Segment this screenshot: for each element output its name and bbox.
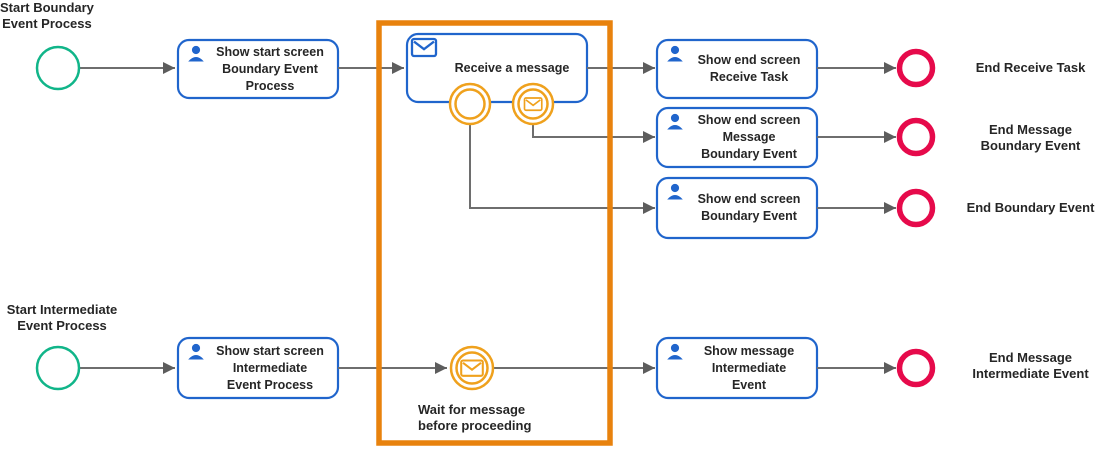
end-event-label: End Message Boundary Event (980, 122, 1081, 153)
end-event-receive-task (896, 48, 936, 88)
message-intermediate-catch-event (449, 345, 495, 391)
end-event-message-boundary (896, 117, 936, 157)
task-label: Show end screen Boundary Event (697, 192, 801, 223)
task-label: Show message Intermediate Event (703, 343, 795, 392)
end-event-boundary (896, 188, 936, 228)
start-event-intermediate-process (35, 345, 81, 391)
task-label: Receive a message (454, 60, 570, 75)
task-label: Show start screen Intermediate Event Pro… (216, 343, 324, 392)
highlight-rectangle (376, 20, 613, 446)
message-icon (460, 359, 484, 377)
start-event-boundary-process (35, 45, 81, 91)
task-label: Show start screen Boundary Event Process (216, 44, 324, 93)
wait-annotation: Wait for message before proceeding (418, 402, 532, 433)
boundary-event (448, 82, 492, 126)
end-event-message-intermediate (896, 348, 936, 388)
start-boundary-process-label: Start Boundary Event Process (0, 0, 94, 31)
message-icon (410, 37, 438, 58)
sequence-flow-message-boundary (532, 124, 655, 143)
end-event-label: End Receive Task (975, 60, 1086, 75)
task-label: Show end screen Message Boundary Event (697, 113, 801, 161)
end-event-label: End Boundary Event (966, 200, 1095, 215)
task-label: Show end screen Receive Task (697, 53, 801, 84)
start-intermediate-process-label: Start Intermediate Event Process (6, 302, 118, 333)
sequence-flow-boundary (469, 124, 655, 214)
message-boundary-event (511, 82, 555, 126)
end-event-label: End Message Intermediate Event (972, 350, 1089, 381)
